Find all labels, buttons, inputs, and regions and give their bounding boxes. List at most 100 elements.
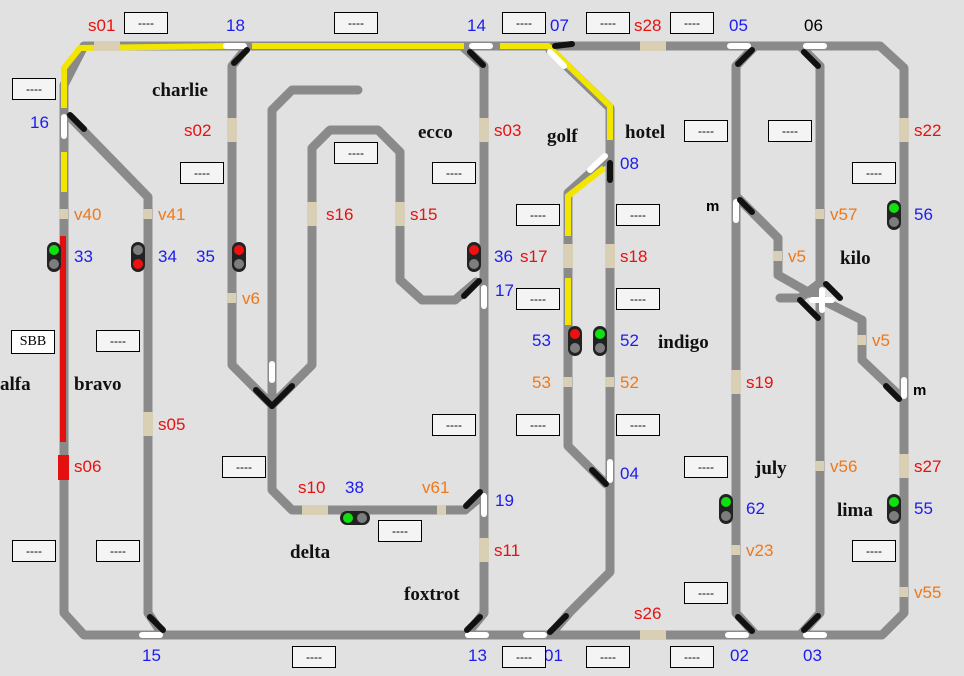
- turnout-18[interactable]: [223, 43, 250, 66]
- turnout-05[interactable]: [727, 43, 755, 67]
- sensor-s28: [640, 41, 666, 51]
- signal-35[interactable]: [232, 242, 246, 272]
- turnout-07[interactable]: [547, 41, 575, 69]
- turnout-06[interactable]: [801, 43, 827, 69]
- turnout-04[interactable]: [589, 459, 613, 487]
- signal-38[interactable]: [340, 511, 370, 525]
- block-box-charlie-lower[interactable]: ----: [222, 456, 266, 478]
- turnout-01[interactable]: [523, 613, 569, 638]
- block-box-s01[interactable]: ----: [124, 12, 168, 34]
- label-s02: s02: [184, 121, 212, 140]
- station-delta: delta: [290, 542, 331, 563]
- signal-53-top-lamp: [570, 329, 580, 339]
- signal-62[interactable]: [719, 494, 733, 524]
- signal-56-top-lamp: [889, 203, 899, 213]
- sensor-v23: [731, 545, 740, 555]
- label-signal-33: 33: [74, 247, 93, 266]
- signal-52[interactable]: [593, 326, 607, 356]
- signal-62-top-lamp: [721, 497, 731, 507]
- block-box-hotel[interactable]: ----: [684, 120, 728, 142]
- station-lima: lima: [837, 500, 873, 521]
- turnout-16[interactable]: [61, 112, 87, 139]
- block-box-foxtrot-upper[interactable]: ----: [432, 414, 476, 436]
- block-box-v53[interactable]: ----: [516, 414, 560, 436]
- block-box-july[interactable]: ----: [684, 456, 728, 478]
- block-box-s26[interactable]: ----: [670, 646, 714, 668]
- turnout-19[interactable]: [463, 489, 487, 517]
- turnout-08[interactable]: [587, 153, 613, 183]
- turnouts: [61, 41, 907, 638]
- signal-36[interactable]: [467, 242, 481, 272]
- label-s17: s17: [520, 247, 548, 266]
- turnout-14[interactable]: [467, 43, 493, 68]
- block-box-golf[interactable]: ----: [516, 204, 560, 226]
- label-v52: 52: [620, 373, 639, 392]
- block-box-v23[interactable]: ----: [684, 582, 728, 604]
- label-turnout-m-upper: m: [706, 198, 720, 215]
- turnout-03[interactable]: [801, 613, 827, 638]
- signal-56-bottom-lamp: [889, 217, 899, 227]
- label-s06: s06: [74, 457, 102, 476]
- block-box-s18[interactable]: ----: [616, 288, 660, 310]
- block-box-08[interactable]: ----: [616, 204, 660, 226]
- block-box-s02[interactable]: ----: [180, 162, 224, 184]
- block-box-charlie-loop[interactable]: ----: [334, 142, 378, 164]
- label-s22: s22: [914, 121, 942, 140]
- label-v53: 53: [532, 373, 551, 392]
- signal-53[interactable]: [568, 326, 582, 356]
- label-turnout-m-lower: m: [913, 382, 927, 399]
- block-box-bravo-lower[interactable]: ----: [96, 540, 140, 562]
- block-box-s28-right[interactable]: ----: [670, 12, 714, 34]
- block-box-top-mid[interactable]: ----: [334, 12, 378, 34]
- sensor-v5a: [773, 251, 782, 261]
- turnout-17[interactable]: [461, 278, 487, 309]
- block-box-s22[interactable]: ----: [852, 162, 896, 184]
- signal-36-bottom-lamp: [469, 259, 479, 269]
- turnout-m-upper[interactable]: [733, 197, 755, 223]
- signal-34[interactable]: [131, 242, 145, 272]
- station-indigo: indigo: [658, 332, 709, 353]
- block-box-bottom-left[interactable]: ----: [292, 646, 336, 668]
- signal-55[interactable]: [887, 494, 901, 524]
- station-charlie: charlie: [152, 80, 208, 101]
- block-box-delta[interactable]: ----: [378, 520, 422, 542]
- turnout-v6-junction[interactable]: [253, 361, 295, 409]
- block-box-s28-left[interactable]: ----: [586, 12, 630, 34]
- block-box-01[interactable]: ----: [586, 646, 630, 668]
- label-turnout-16: 16: [30, 113, 49, 132]
- block-box-13[interactable]: ----: [502, 646, 546, 668]
- turnout-15[interactable]: [139, 614, 166, 638]
- block-box-07[interactable]: ----: [502, 12, 546, 34]
- label-turnout-04: 04: [620, 464, 639, 483]
- block-box-lima[interactable]: ----: [852, 540, 896, 562]
- route-top: [61, 43, 613, 325]
- block-box-bravo[interactable]: ----: [96, 330, 140, 352]
- block-box-ecco[interactable]: ----: [432, 162, 476, 184]
- signal-33[interactable]: [47, 242, 61, 272]
- sensors: [59, 41, 909, 640]
- block-box-s17[interactable]: ----: [516, 288, 560, 310]
- turnout-crossing[interactable]: [797, 281, 843, 321]
- label-v40: v40: [74, 205, 102, 224]
- signal-52-bottom-lamp: [595, 343, 605, 353]
- station-alfa: alfa: [0, 374, 31, 395]
- label-v56: v56: [830, 457, 858, 476]
- label-turnout-07: 07: [550, 16, 569, 35]
- signal-55-top-lamp: [889, 497, 899, 507]
- block-box-06-track[interactable]: ----: [768, 120, 812, 142]
- block-box-v52[interactable]: ----: [616, 414, 660, 436]
- label-turnout-01: 01: [544, 646, 563, 665]
- label-v5-upper: v5: [788, 247, 806, 266]
- turnout-02[interactable]: [725, 614, 755, 638]
- block-box-16[interactable]: ----: [12, 78, 56, 100]
- station-bravo: bravo: [74, 374, 122, 395]
- label-turnout-19: 19: [495, 491, 514, 510]
- sensor-s19: [731, 370, 741, 394]
- station-hotel: hotel: [625, 122, 666, 143]
- signal-38-right-lamp: [357, 513, 367, 523]
- signal-56[interactable]: [887, 200, 901, 230]
- block-box-alfa[interactable]: ----: [12, 540, 56, 562]
- turnout-13[interactable]: [464, 614, 489, 638]
- turnout-m-lower[interactable]: [883, 377, 907, 402]
